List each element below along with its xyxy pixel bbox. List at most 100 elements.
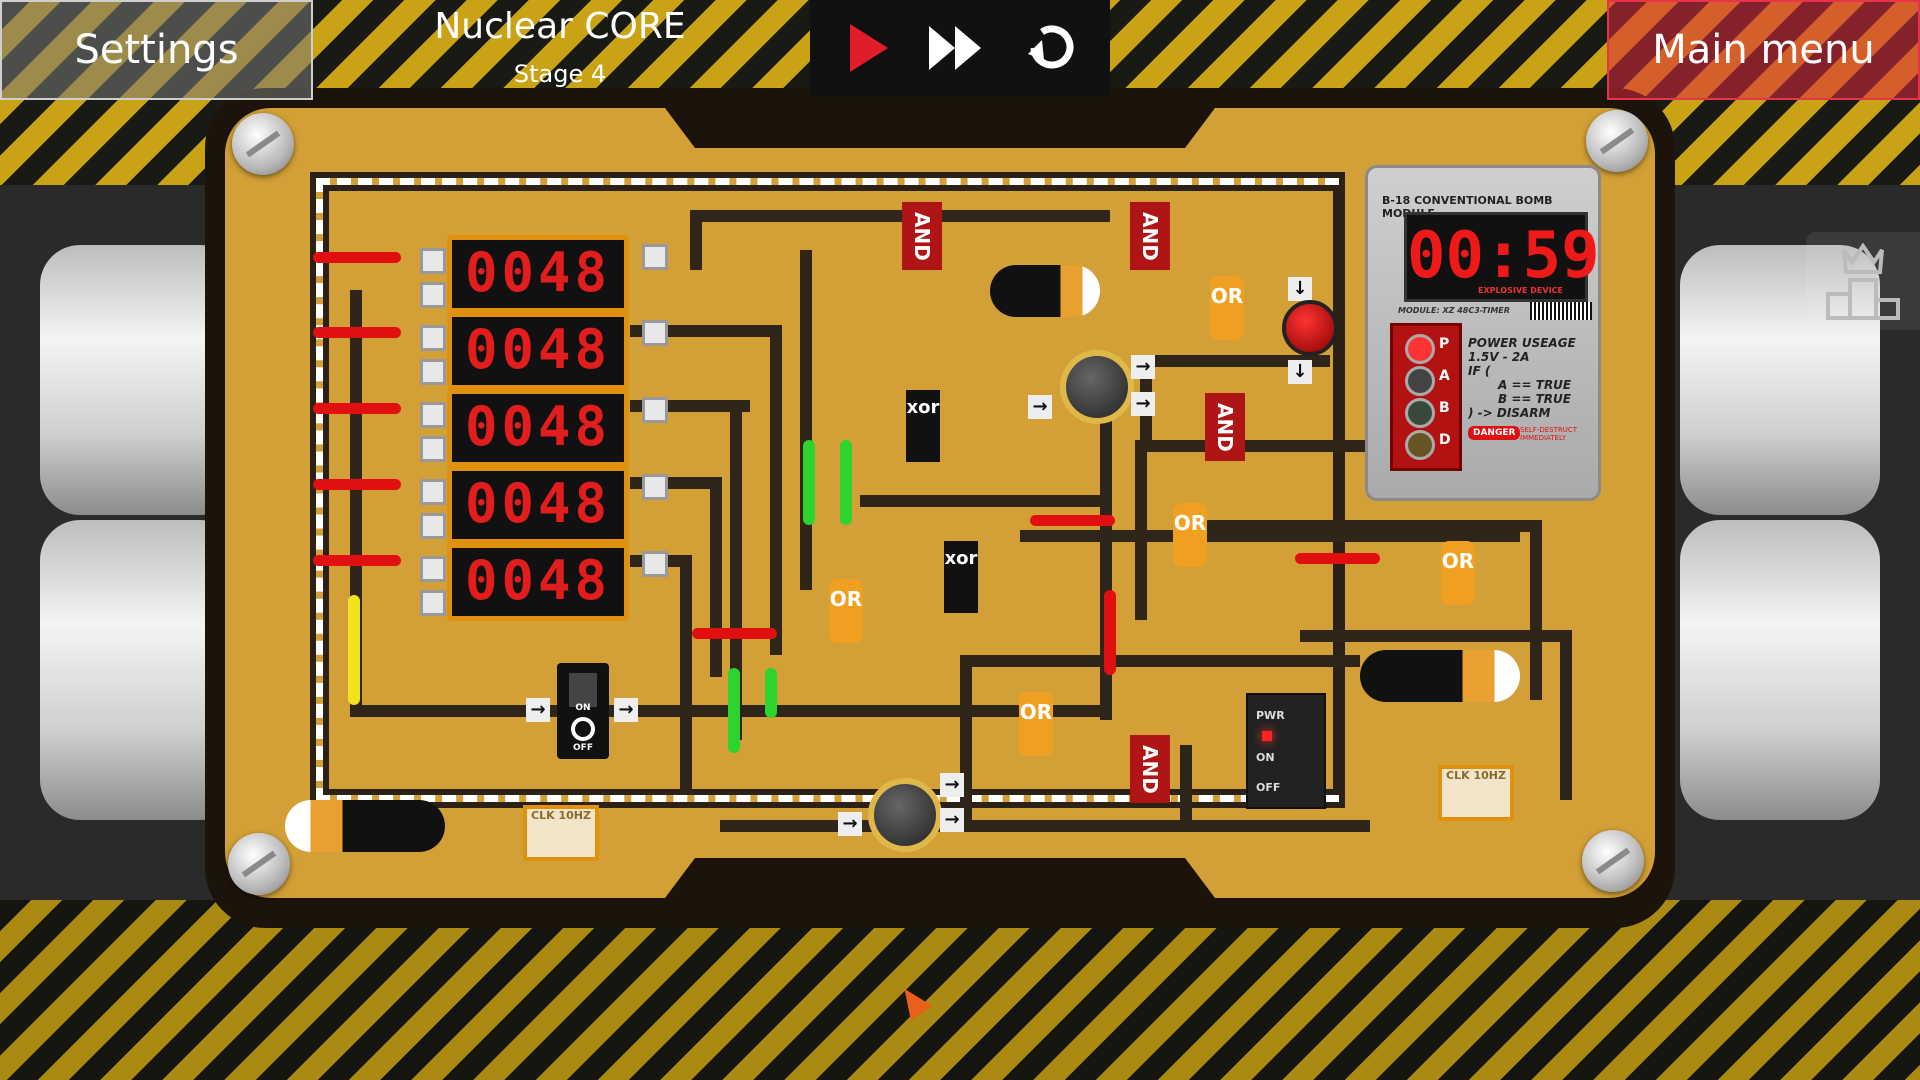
trace (1180, 745, 1192, 825)
or-gate-chip[interactable]: OR (1173, 503, 1207, 567)
switch-on-label: ON (575, 703, 591, 713)
trace (1300, 630, 1570, 642)
counter-display: 0048 (447, 389, 629, 467)
trace (720, 820, 1370, 832)
red-wire[interactable] (313, 327, 401, 338)
and-gate-chip[interactable]: AND (1130, 735, 1170, 803)
trace (1200, 520, 1540, 532)
arrow-right-icon: → (940, 808, 964, 832)
restart-icon[interactable] (1020, 18, 1080, 78)
bolt-icon (232, 113, 294, 175)
red-wire[interactable] (313, 252, 401, 263)
red-wire[interactable] (313, 403, 401, 414)
led-p (1405, 334, 1435, 364)
explosive-label: EXPLOSIVE DEVICE (1478, 286, 1563, 295)
xor-gate-chip[interactable]: xor (906, 390, 940, 462)
or-gate-chip[interactable]: OR (1441, 541, 1475, 605)
arrow-right-icon: → (1028, 395, 1052, 419)
led-a (1405, 366, 1435, 396)
bomb-module: B-18 CONVENTIONAL BOMB MODULE 00:59 EXPL… (1365, 165, 1601, 501)
led-label: A (1439, 368, 1450, 384)
off-ring-icon (571, 717, 595, 741)
power-module[interactable]: PWR ON OFF (1246, 693, 1326, 809)
pin[interactable] (420, 590, 446, 616)
settings-button[interactable]: Settings (0, 0, 313, 100)
green-wire[interactable] (765, 668, 777, 718)
pipe-right-bottom (1680, 520, 1880, 820)
switch-lever (569, 673, 597, 707)
counter-display: 0048 (447, 235, 629, 313)
pin[interactable] (420, 282, 446, 308)
trace (860, 495, 1110, 507)
red-wire[interactable] (313, 555, 401, 566)
pin[interactable] (420, 248, 446, 274)
green-wire[interactable] (728, 668, 740, 753)
info-line: A == TRUE (1498, 378, 1572, 392)
green-wire[interactable] (840, 440, 852, 525)
capacitor (990, 265, 1100, 317)
pin[interactable] (420, 325, 446, 351)
clock-module[interactable]: CLK 10HZ (1438, 765, 1514, 821)
capacitor (1360, 650, 1520, 702)
potentiometer-knob[interactable] (1060, 350, 1134, 424)
pin[interactable] (420, 479, 446, 505)
pin[interactable] (420, 359, 446, 385)
play-icon[interactable] (838, 18, 898, 78)
arrow-right-icon: → (838, 812, 862, 836)
pin[interactable] (420, 436, 446, 462)
level-title: Nuclear CORE (434, 6, 686, 47)
capacitor (285, 800, 445, 852)
red-wire[interactable] (313, 479, 401, 490)
clock-module[interactable]: CLK 10HZ (523, 805, 599, 861)
xor-gate-chip[interactable]: xor (944, 541, 978, 613)
level-stage: Stage 4 (513, 60, 607, 88)
bolt-icon (1586, 110, 1648, 172)
and-gate-chip[interactable]: AND (902, 202, 942, 270)
arrow-right-icon: → (526, 698, 550, 722)
main-menu-button[interactable]: Main menu (1607, 0, 1920, 100)
dashed-trace-loop (316, 178, 1339, 802)
info-line: 1.5V - 2A (1468, 350, 1530, 364)
pin[interactable] (642, 320, 668, 346)
led-b (1405, 398, 1435, 428)
pwr-on-label: ON (1256, 751, 1275, 764)
pipe-right-top (1680, 245, 1880, 515)
potentiometer-knob[interactable] (868, 778, 942, 852)
or-gate-chip[interactable]: OR (1019, 692, 1053, 756)
or-gate-chip[interactable]: OR (1210, 276, 1244, 340)
pin[interactable] (642, 244, 668, 270)
trace (710, 477, 722, 677)
leaderboard-crown-icon[interactable] (1806, 232, 1920, 330)
counter-display: 0048 (447, 312, 629, 390)
pin[interactable] (642, 474, 668, 500)
led-d (1405, 430, 1435, 460)
pin[interactable] (420, 513, 446, 539)
status-led-panel: P A B D (1390, 323, 1462, 471)
power-led (1262, 731, 1272, 741)
red-wire[interactable] (1104, 590, 1116, 675)
arrow-right-icon: → (614, 698, 638, 722)
yellow-wire[interactable] (348, 595, 360, 705)
bolt-icon (228, 833, 290, 895)
pwr-label: PWR (1256, 709, 1285, 722)
pin[interactable] (642, 397, 668, 423)
pin[interactable] (420, 402, 446, 428)
green-wire[interactable] (803, 440, 815, 525)
trace (800, 250, 812, 590)
pin[interactable] (420, 556, 446, 582)
toggle-switch[interactable]: ON OFF (557, 663, 609, 759)
countdown-timer: 00:59 (1404, 212, 1600, 302)
disarm-info: POWER USEAGE 1.5V - 2A IF ( A == TRUE B … (1468, 336, 1576, 420)
and-gate-chip[interactable]: AND (1205, 393, 1245, 461)
trace (690, 210, 1110, 222)
trace (1135, 440, 1147, 620)
red-wire[interactable] (1295, 553, 1380, 564)
led-label: D (1439, 432, 1451, 448)
detonator-button[interactable] (1282, 300, 1338, 356)
or-gate-chip[interactable]: OR (829, 579, 863, 643)
and-gate-chip[interactable]: AND (1130, 202, 1170, 270)
red-wire[interactable] (1030, 515, 1115, 526)
fast-forward-icon[interactable] (925, 18, 985, 78)
pin[interactable] (642, 551, 668, 577)
red-wire[interactable] (692, 628, 777, 639)
